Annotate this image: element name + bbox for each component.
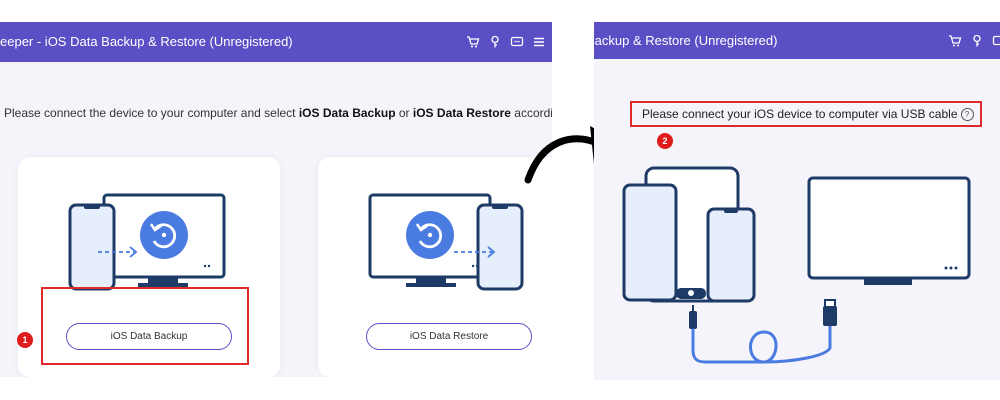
window-title: Backup & Restore (Unregistered) xyxy=(594,33,778,48)
restore-option-name: iOS Data Restore xyxy=(412,106,511,120)
restore-circle-icon xyxy=(406,211,454,259)
title-bar-icons xyxy=(948,22,1000,59)
key-icon[interactable] xyxy=(970,34,984,48)
backup-highlight-box xyxy=(41,287,249,365)
usb-plug xyxy=(823,299,837,326)
usb-connection-illustration xyxy=(622,166,971,364)
arrow-right-icon xyxy=(454,246,496,258)
key-icon[interactable] xyxy=(488,35,502,49)
title-bar-icons xyxy=(466,22,546,62)
step-2-badge: 2 xyxy=(657,133,673,149)
window-title: eeper - iOS Data Backup & Restore (Unreg… xyxy=(0,34,293,49)
restore-illustration xyxy=(368,193,524,291)
left-app-window: eeper - iOS Data Backup & Restore (Unreg… xyxy=(0,22,552,377)
connect-instruction: Please connect the device to your comput… xyxy=(4,106,552,120)
restore-circle-icon xyxy=(140,211,188,259)
right-app-window: Backup & Restore (Unregistered) Please c… xyxy=(594,22,1000,380)
backup-card[interactable]: iOS Data Backup xyxy=(18,157,280,377)
lightning-plug xyxy=(689,305,697,329)
usb-cable xyxy=(691,324,832,364)
title-bar: eeper - iOS Data Backup & Restore (Unreg… xyxy=(0,22,552,62)
backup-option-name: iOS Data Backup xyxy=(298,106,396,120)
restore-card[interactable]: iOS Data Restore xyxy=(318,157,552,377)
feedback-icon[interactable] xyxy=(510,35,524,49)
step-1-badge: 1 xyxy=(17,332,33,348)
menu-icon[interactable] xyxy=(532,35,546,49)
feedback-icon[interactable] xyxy=(992,34,1000,48)
phone-device-small xyxy=(706,207,756,303)
help-icon[interactable]: ? xyxy=(960,108,974,121)
cart-icon[interactable] xyxy=(948,34,962,48)
usb-connect-prompt: Please connect your iOS device to comput… xyxy=(630,101,982,127)
cart-icon[interactable] xyxy=(466,35,480,49)
arrow-right-icon xyxy=(98,246,138,258)
phone-device-large xyxy=(622,183,678,302)
title-bar: Backup & Restore (Unregistered) xyxy=(594,22,1000,59)
ios-data-restore-button[interactable]: iOS Data Restore xyxy=(366,323,532,350)
ios-data-backup-button[interactable]: iOS Data Backup xyxy=(66,323,232,350)
backup-illustration xyxy=(68,193,226,291)
computer-monitor xyxy=(807,176,971,285)
